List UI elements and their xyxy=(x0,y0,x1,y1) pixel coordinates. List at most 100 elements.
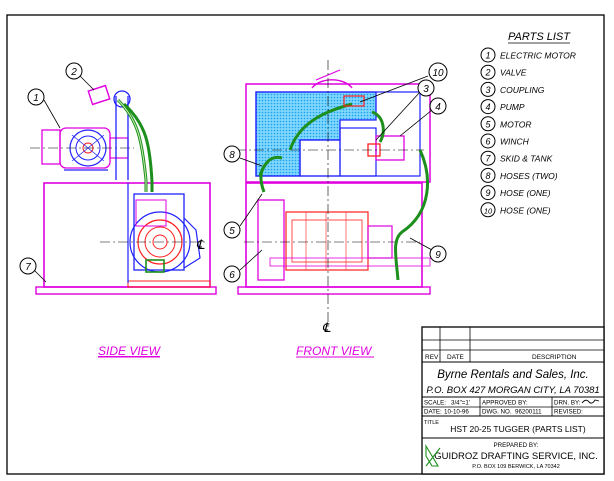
parts-list-number: 8 xyxy=(485,171,490,181)
front-centerline-symbol: ℄ xyxy=(322,320,331,335)
side-valve xyxy=(87,84,111,106)
callout-4 xyxy=(429,97,447,115)
parts-list-number: 9 xyxy=(485,188,490,198)
date-header: DATE xyxy=(447,354,465,361)
callout-10-label: 10 xyxy=(432,68,444,79)
parts-list-number-circle xyxy=(480,185,496,201)
callout-9-label: 9 xyxy=(435,250,441,261)
callout-1 xyxy=(27,88,45,106)
parts-list-label: ELECTRIC MOTOR xyxy=(500,51,576,61)
front-pump xyxy=(375,135,405,161)
parts-list-number: 5 xyxy=(485,119,491,129)
callout-1-label: 1 xyxy=(33,93,39,104)
parts-list-item: 1 ELECTRIC MOTOR xyxy=(480,47,576,63)
side-skid xyxy=(43,182,211,288)
parts-list-item: 8 HOSES (TWO) xyxy=(480,167,558,183)
scale-label: SCALE: xyxy=(424,400,446,407)
front-view-drawing: 10 3 4 8 5 6 9 ℄ xyxy=(223,60,448,335)
parts-list-item: 6 WINCH xyxy=(480,133,530,149)
parts-list-label: COUPLING xyxy=(500,85,545,95)
parts-list-item: 5 MOTOR xyxy=(480,116,531,132)
callout-8 xyxy=(223,145,241,163)
callout-5 xyxy=(223,221,241,239)
approved-label: APPROVED BY: xyxy=(482,400,528,407)
drn-label: DRN. BY: xyxy=(554,400,581,407)
parts-list-label: WINCH xyxy=(500,137,530,147)
parts-list-label: HOSES (TWO) xyxy=(500,171,558,181)
parts-list-number-circle xyxy=(480,99,496,115)
callout-3 xyxy=(417,79,435,97)
front-hose-9 xyxy=(394,149,429,281)
parts-list-number-circle xyxy=(480,167,496,183)
parts-list-item: 7 SKID & TANK xyxy=(480,150,553,166)
callout-6-label: 6 xyxy=(229,270,235,281)
parts-list-number-circle xyxy=(480,81,496,97)
parts-list-number-circle xyxy=(480,64,496,80)
date-value: 10-10-96 xyxy=(444,409,469,416)
side-winch xyxy=(100,193,206,273)
parts-list-number-circle xyxy=(480,133,496,149)
sheet-border xyxy=(6,14,605,475)
callout-9 xyxy=(429,245,447,263)
parts-list-label: HOSE (ONE) xyxy=(500,188,551,198)
parts-list-item: 4 PUMP xyxy=(480,99,525,115)
parts-list-number: 4 xyxy=(485,102,490,112)
dwg-value: 96200111 xyxy=(515,409,542,416)
parts-list-label: PUMP xyxy=(500,102,525,112)
company-name: Byrne Rentals and Sales, Inc. xyxy=(437,369,589,381)
parts-list-number-circle xyxy=(480,150,496,166)
drafter-address: P.O. BOX 109 BERWICK, LA 70342 xyxy=(472,464,560,470)
revised-label: REVISED: xyxy=(554,409,583,416)
drawing-title: HST 20-25 TUGGER (PARTS LIST) xyxy=(450,424,586,434)
side-centerline-symbol: ℄ xyxy=(196,237,205,252)
parts-list-number-circle xyxy=(480,202,496,218)
title-block: REV DATE DESCRIPTION Byrne Rentals and S… xyxy=(421,326,605,475)
front-winch xyxy=(244,199,431,281)
parts-list-item: 3 COUPLING xyxy=(480,81,545,97)
callout-7 xyxy=(19,257,37,275)
parts-list-number: 6 xyxy=(485,137,490,147)
callout-3-label: 3 xyxy=(423,84,429,95)
date-label: DATE: xyxy=(424,409,442,416)
side-view-drawing: 1 2 7 ℄ xyxy=(19,62,217,295)
callout-2 xyxy=(65,62,83,80)
rev-header: REV xyxy=(425,354,439,361)
parts-list-label: HOSE (ONE) xyxy=(500,205,551,215)
parts-list-number: 10 xyxy=(484,206,493,215)
parts-list-number-circle xyxy=(480,47,496,63)
side-electric-motor xyxy=(30,127,134,171)
description-header: DESCRIPTION xyxy=(532,354,577,361)
company-address: P.O. BOX 427 MORGAN CITY, LA 70381 xyxy=(426,385,599,396)
prepared-by-label: PREPARED BY: xyxy=(494,442,539,449)
parts-list-item: 9 HOSE (ONE) xyxy=(480,185,551,201)
parts-list-label: MOTOR xyxy=(500,119,531,129)
scale-value: 3/4"=1' xyxy=(451,400,470,407)
title-label: TITLE xyxy=(424,420,439,426)
front-tank xyxy=(255,91,377,177)
callout-6 xyxy=(223,265,241,283)
parts-list-label: SKID & TANK xyxy=(500,154,553,164)
dwg-label: DWG. NO. xyxy=(482,409,512,416)
side-view-label: SIDE VIEW xyxy=(98,344,162,358)
parts-list-number: 7 xyxy=(485,154,491,164)
front-view-label: FRONT VIEW xyxy=(296,344,373,358)
drafter-name: GUIDROZ DRAFTING SERVICE, INC. xyxy=(434,451,597,462)
parts-list-number-circle xyxy=(480,116,496,132)
callout-5-label: 5 xyxy=(229,226,235,237)
parts-list-title: PARTS LIST xyxy=(508,31,571,43)
parts-list-item: 10 HOSE (ONE) xyxy=(480,202,551,218)
callout-4-label: 4 xyxy=(435,102,441,113)
drafter-logo xyxy=(425,444,441,467)
parts-list-label: VALVE xyxy=(500,68,527,78)
drawn-by-signature xyxy=(581,399,600,404)
parts-list-number: 3 xyxy=(485,85,490,95)
front-motor xyxy=(299,139,341,177)
parts-list-number: 1 xyxy=(485,51,490,61)
callout-7-label: 7 xyxy=(25,262,31,273)
callout-2-label: 2 xyxy=(70,67,77,78)
callout-10 xyxy=(428,62,448,82)
callout-8-label: 8 xyxy=(229,150,235,161)
